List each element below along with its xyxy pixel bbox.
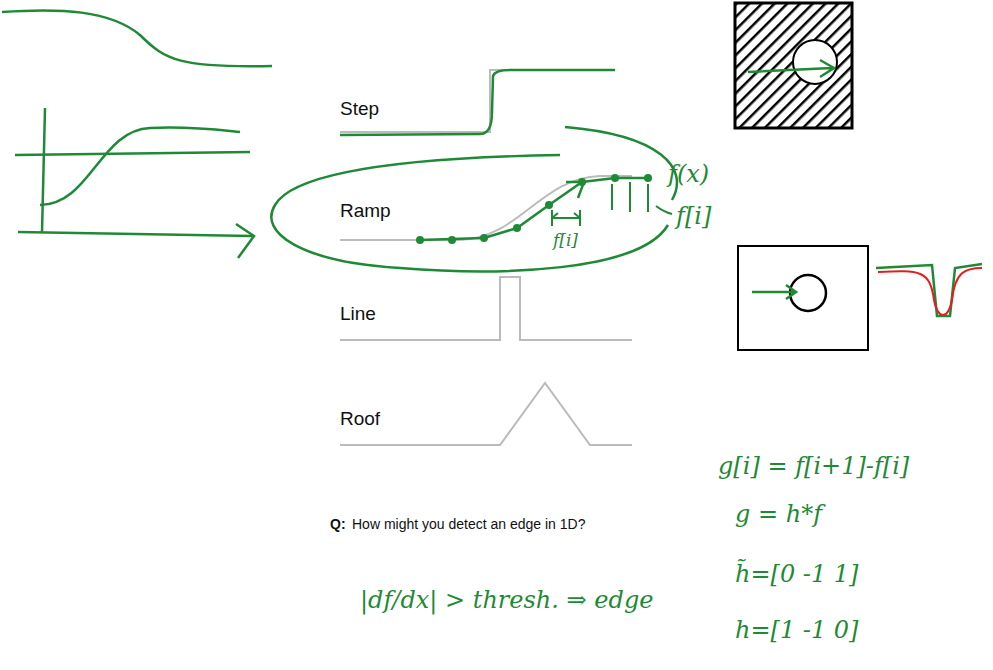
question-marker: Q: xyxy=(330,516,346,532)
ramp-sketch xyxy=(420,178,650,240)
sample-dots xyxy=(416,174,652,244)
handwritten-note: f(x) xyxy=(668,160,709,188)
plain-image xyxy=(738,246,868,350)
sketch-axis-horizontal xyxy=(18,232,252,236)
sketch-flat-line xyxy=(15,152,250,155)
handwritten-formula: g = h*f xyxy=(735,500,822,528)
ramp-loop xyxy=(271,127,677,271)
label-holder: Roof xyxy=(340,408,380,430)
scan-arrow xyxy=(752,285,796,299)
sample-dot xyxy=(480,234,488,242)
sketch-rising-curve xyxy=(40,127,240,205)
edge-type-name: Roof xyxy=(340,408,380,430)
sample-dot xyxy=(644,174,652,182)
handwritten-note: f[i] xyxy=(553,230,578,250)
sketch-axis-vertical xyxy=(42,108,45,232)
edge-type-name: Step xyxy=(340,98,379,120)
scan-arrow xyxy=(748,60,834,77)
label-holder: Line xyxy=(340,303,376,325)
label-holder: Q: xyxy=(330,514,346,533)
smoothed-profile xyxy=(878,268,982,315)
label-holder: Ramp xyxy=(340,200,391,222)
label-holder: f[i] xyxy=(553,230,578,250)
roof-profile xyxy=(340,383,632,445)
handwritten-formula: h=[1 -1 0] xyxy=(735,616,858,644)
step-profile xyxy=(340,70,615,132)
sample-dot xyxy=(611,174,619,182)
label-holder: How might you detect an edge in 1D? xyxy=(352,514,585,533)
label-holder: f(x) xyxy=(668,160,709,188)
handwritten-note: f[i] xyxy=(676,202,711,230)
bright-disc xyxy=(793,40,837,84)
label-holder: f[i] xyxy=(676,202,711,230)
label-holder: |df/dx| > thresh. ⇒ edge xyxy=(360,586,653,614)
edge-type-name: Line xyxy=(340,303,376,325)
line-profile xyxy=(340,277,632,340)
label-holder: Step xyxy=(340,98,379,120)
ramp-profile xyxy=(340,176,632,240)
label-holder: h=[1 -1 0] xyxy=(735,616,858,644)
spacing-arrows xyxy=(552,210,580,226)
sketch-arrowhead xyxy=(236,224,254,258)
edge-type-name: Ramp xyxy=(340,200,391,222)
handwritten-formula: |df/dx| > thresh. ⇒ edge xyxy=(360,586,653,614)
sample-dot xyxy=(513,224,521,232)
hatched-image xyxy=(735,3,852,128)
slope-arrowhead xyxy=(566,182,584,198)
intensity-profile xyxy=(876,264,982,316)
sample-dot xyxy=(416,236,424,244)
brace-to-label xyxy=(656,206,672,214)
sample-ticks xyxy=(612,182,648,212)
label-holder: g = h*f xyxy=(735,500,822,528)
step-sketch xyxy=(340,70,615,135)
sketch-falling-curve xyxy=(2,10,272,66)
handwritten-formula: g[i] = f[i+1]-f[i] xyxy=(718,452,909,480)
label-holder: g[i] = f[i+1]-f[i] xyxy=(718,452,909,480)
sample-dot xyxy=(545,201,553,209)
handwritten-formula: h̃=[0 -1 1] xyxy=(735,560,858,588)
label-holder: h̃=[0 -1 1] xyxy=(735,560,858,588)
question-text: How might you detect an edge in 1D? xyxy=(352,516,585,532)
sample-dot xyxy=(448,236,456,244)
